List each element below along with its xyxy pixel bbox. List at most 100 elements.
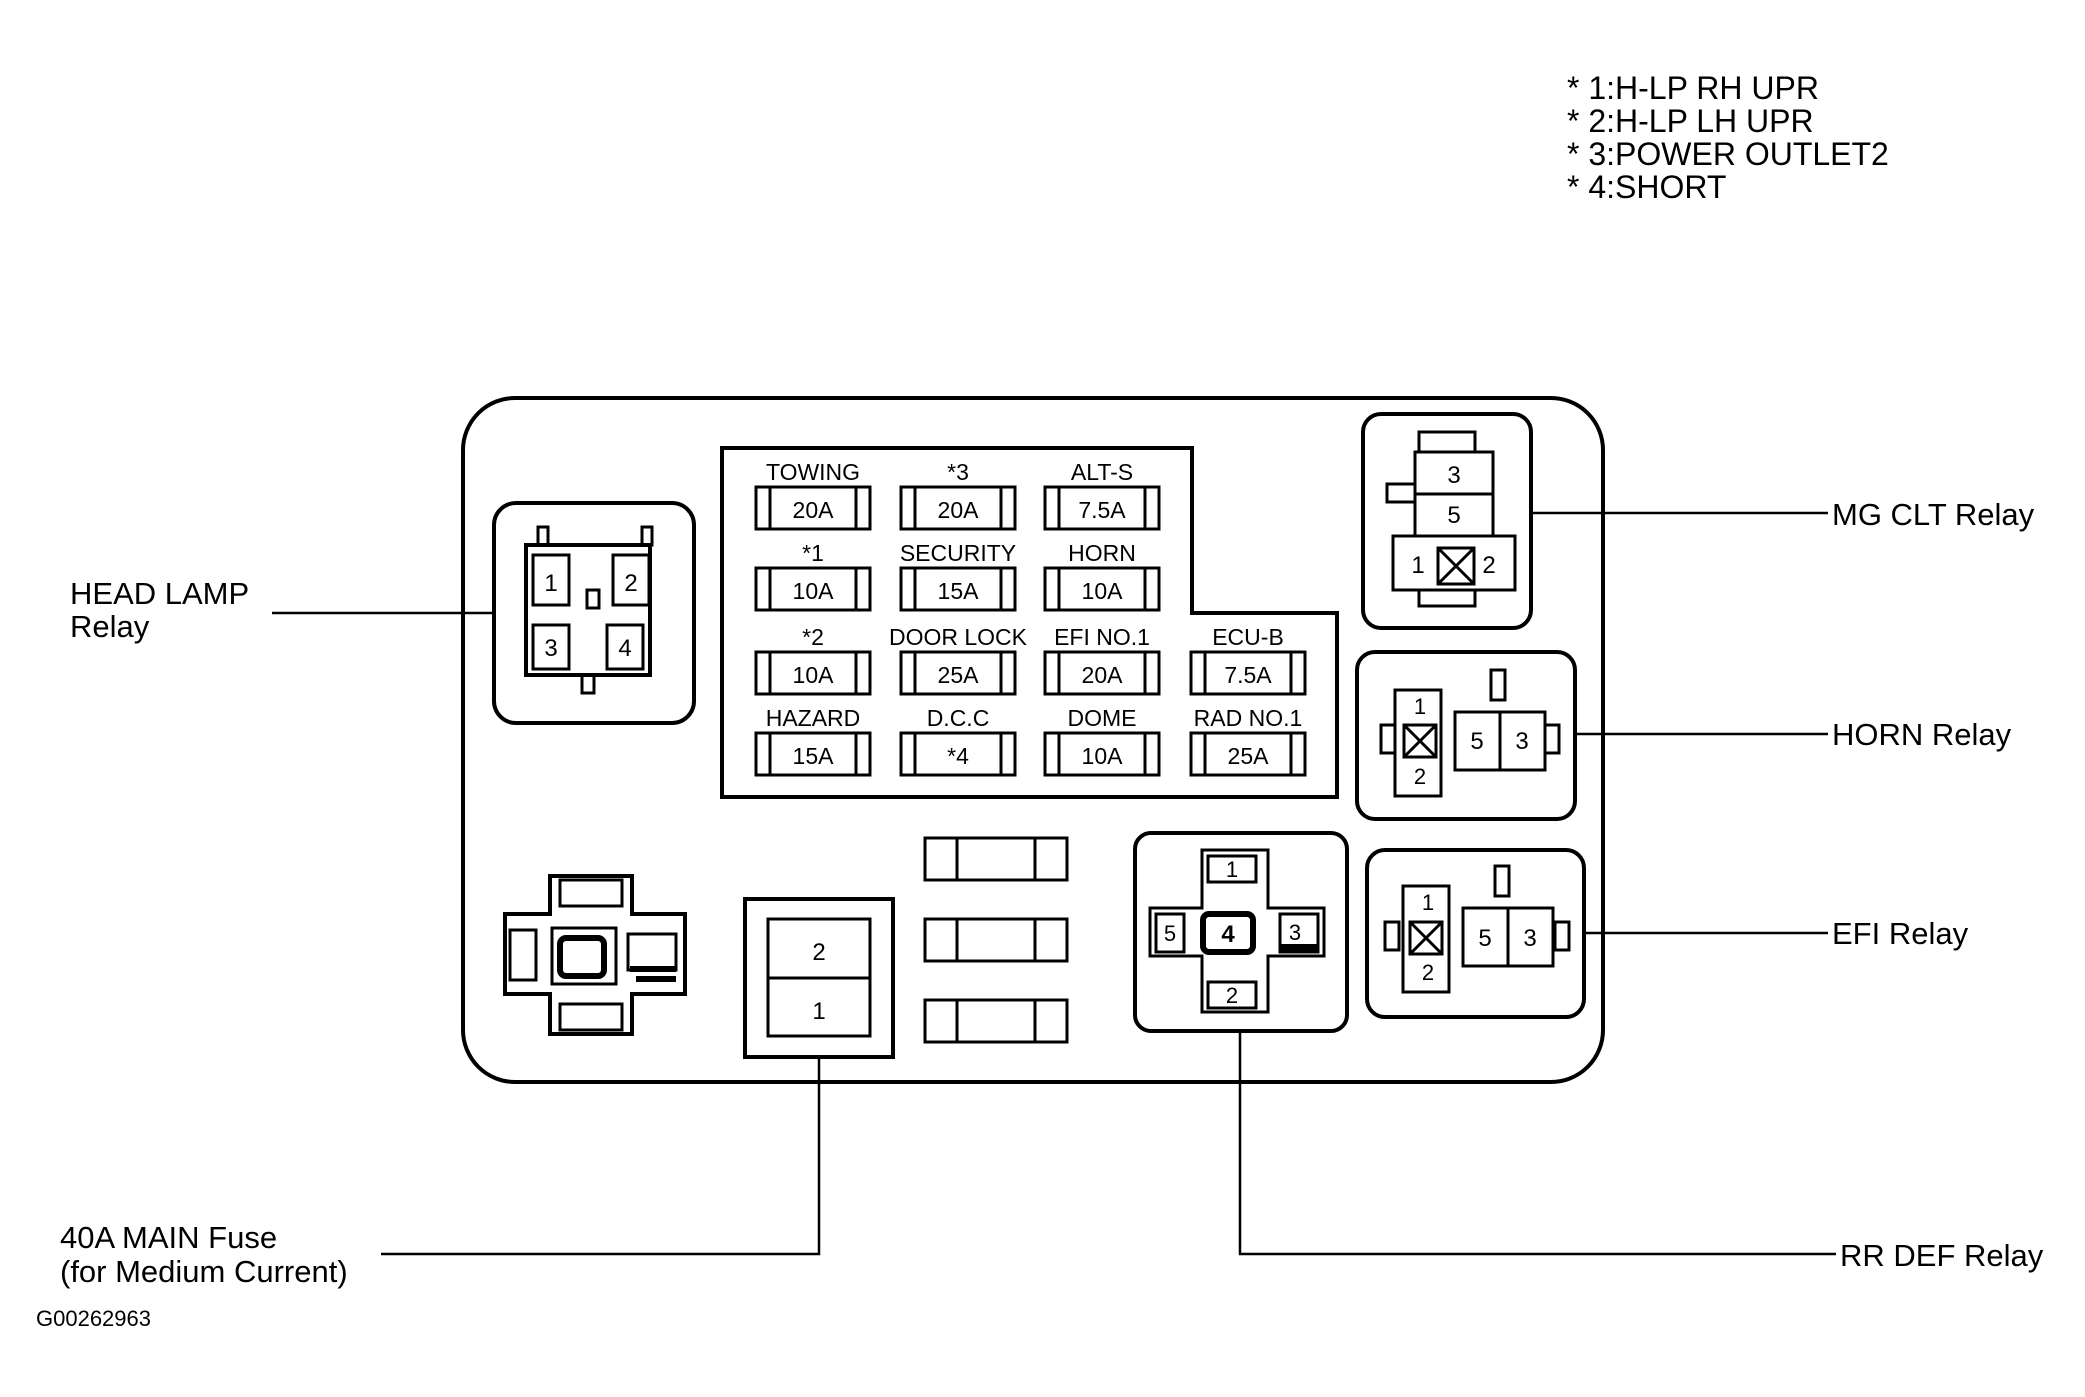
head-lamp-pin-3: 3 bbox=[544, 635, 557, 662]
rr-def-pin-4: 4 bbox=[1221, 921, 1235, 948]
fuse-name-label: *3 bbox=[947, 459, 969, 485]
fuse-slot: HORN 10A bbox=[1043, 540, 1161, 612]
mg-clt-pin-5: 5 bbox=[1447, 502, 1460, 529]
legend-notes: * 1:H-LP RH UPR * 2:H-LP LH UPR * 3:POWE… bbox=[1567, 70, 1889, 205]
head-lamp-relay-label-2: Relay bbox=[70, 609, 150, 644]
fuse-rating-label: 20A bbox=[793, 497, 835, 523]
callout-labels: HEAD LAMP Relay MG CLT Relay HORN Relay … bbox=[60, 497, 2044, 1289]
fuse-grid: TOWING20A*320AALT-S7.5A*110ASECURITY15AH… bbox=[754, 459, 1307, 777]
fuse-rating-label: 10A bbox=[1082, 578, 1124, 604]
main-fuse-pin-2: 2 bbox=[812, 939, 825, 966]
fuse-slot: D.C.C *4 bbox=[899, 705, 1017, 777]
head-lamp-relay: 1 2 3 4 bbox=[492, 501, 696, 725]
fuse-name-label: *2 bbox=[802, 624, 824, 650]
horn-pin-2: 2 bbox=[1414, 764, 1426, 789]
fuse-rating-label: 7.5A bbox=[1078, 497, 1126, 523]
fuse-rating-label: 20A bbox=[938, 497, 980, 523]
fuse-rating-label: 7.5A bbox=[1224, 662, 1272, 688]
fuse-body bbox=[899, 731, 1017, 777]
fuse-slot: TOWING 20A bbox=[754, 459, 872, 531]
rr-def-relay: 1 5 4 3 2 bbox=[1133, 831, 1349, 1033]
fuse-rating-label: 10A bbox=[793, 578, 835, 604]
figure-id: G00262963 bbox=[36, 1306, 151, 1331]
efi-pin-3: 3 bbox=[1523, 925, 1536, 952]
spare-fuses bbox=[923, 836, 1069, 1044]
leader-main-fuse bbox=[381, 1057, 821, 1256]
fuse-body bbox=[754, 485, 872, 531]
fuse-body bbox=[754, 731, 872, 777]
note-3: * 3:POWER OUTLET2 bbox=[1567, 136, 1889, 172]
fuse-body bbox=[754, 566, 872, 612]
rr-def-pin-5: 5 bbox=[1164, 921, 1176, 946]
fuse-name-label: ALT-S bbox=[1071, 459, 1133, 485]
fuse-body bbox=[899, 485, 1017, 531]
leader-rr-def bbox=[1238, 1031, 1836, 1256]
fuse-slot: SECURITY 15A bbox=[899, 540, 1017, 612]
horn-relay: 1 2 5 3 bbox=[1355, 650, 1577, 821]
efi-relay-label: EFI Relay bbox=[1832, 916, 1969, 951]
fuse-slot: DOOR LOCK 25A bbox=[889, 624, 1028, 696]
rr-def-pin-2: 2 bbox=[1226, 983, 1238, 1008]
note-2: * 2:H-LP LH UPR bbox=[1567, 103, 1814, 139]
fuse-body bbox=[899, 650, 1017, 696]
efi-pin-1: 1 bbox=[1422, 890, 1434, 915]
efi-relay: 1 2 5 3 bbox=[1365, 848, 1586, 1019]
fuse-rating-label: 25A bbox=[938, 662, 980, 688]
fuse-slot: ALT-S 7.5A bbox=[1043, 459, 1161, 531]
note-4: * 4:SHORT bbox=[1567, 169, 1726, 205]
mg-clt-pin-3: 3 bbox=[1447, 462, 1460, 489]
fuse-name-label: HAZARD bbox=[766, 705, 861, 731]
fuse-name-label: D.C.C bbox=[927, 705, 990, 731]
fuse-body bbox=[899, 566, 1017, 612]
efi-pin-5: 5 bbox=[1478, 925, 1491, 952]
fuse-name-label: TOWING bbox=[766, 459, 860, 485]
fuse-box-outline bbox=[461, 396, 1605, 1084]
spare-relay-socket bbox=[503, 874, 687, 1036]
mg-clt-pin-2: 2 bbox=[1482, 552, 1495, 579]
fuse-body bbox=[1043, 650, 1161, 696]
rr-def-relay-label: RR DEF Relay bbox=[1840, 1238, 2044, 1273]
main-fuse-label-1: 40A MAIN Fuse bbox=[60, 1220, 277, 1255]
mg-clt-pin-1: 1 bbox=[1411, 552, 1424, 579]
head-lamp-pin-2: 2 bbox=[624, 570, 637, 597]
rr-def-pin-3: 3 bbox=[1289, 920, 1301, 945]
fuse-name-label: SECURITY bbox=[900, 540, 1016, 566]
fuse-rating-label: 10A bbox=[1082, 743, 1124, 769]
fuse-rating-label: 25A bbox=[1228, 743, 1270, 769]
mg-clt-relay-label: MG CLT Relay bbox=[1832, 497, 2035, 532]
main-fuse-40a: 2 1 bbox=[743, 897, 895, 1059]
fuse-body bbox=[1189, 650, 1307, 696]
fuse-name-label: DOOR LOCK bbox=[889, 624, 1028, 650]
fuse-body bbox=[1043, 485, 1161, 531]
fuse-rating-label: 20A bbox=[1082, 662, 1124, 688]
fuse-body bbox=[1043, 731, 1161, 777]
horn-relay-label: HORN Relay bbox=[1832, 717, 2012, 752]
head-lamp-relay-label-1: HEAD LAMP bbox=[70, 576, 249, 611]
fuse-rating-label: *4 bbox=[947, 743, 969, 769]
rr-def-pin-1: 1 bbox=[1226, 857, 1238, 882]
fuse-name-label: HORN bbox=[1068, 540, 1136, 566]
spare-fuse-2 bbox=[923, 917, 1069, 963]
fuse-rating-label: 15A bbox=[938, 578, 980, 604]
fuse-slot: ECU-B 7.5A bbox=[1189, 624, 1307, 696]
efi-pin-2: 2 bbox=[1422, 960, 1434, 985]
horn-pin-3: 3 bbox=[1515, 728, 1528, 755]
leader-lines bbox=[272, 511, 1836, 1256]
fuse-rating-label: 10A bbox=[793, 662, 835, 688]
main-fuse-pin-1: 1 bbox=[812, 998, 825, 1025]
spare-fuse-1 bbox=[923, 836, 1069, 882]
fuse-name-label: ECU-B bbox=[1212, 624, 1284, 650]
head-lamp-pin-1: 1 bbox=[544, 570, 557, 597]
fuse-slot: RAD NO.1 25A bbox=[1189, 705, 1307, 777]
fuse-name-label: *1 bbox=[802, 540, 824, 566]
horn-pin-5: 5 bbox=[1470, 728, 1483, 755]
horn-pin-1: 1 bbox=[1414, 694, 1426, 719]
fuse-name-label: RAD NO.1 bbox=[1194, 705, 1303, 731]
